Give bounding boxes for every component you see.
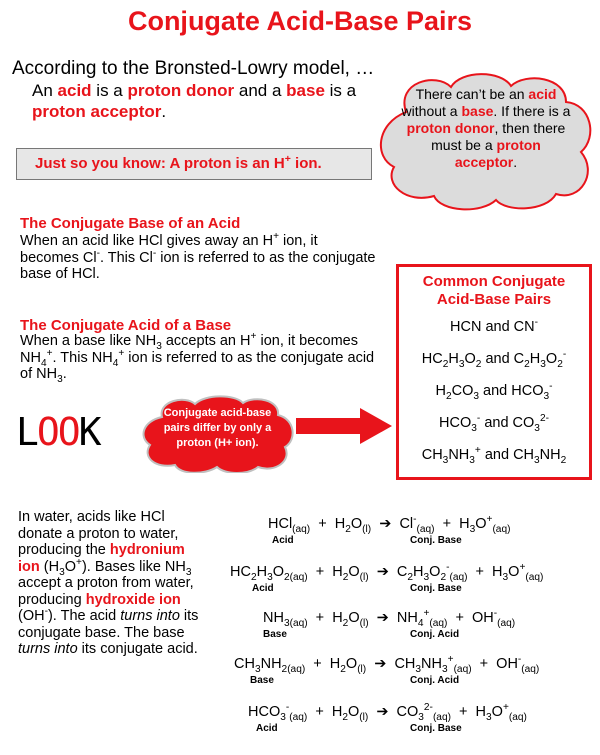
- pair-hcn: HCN and CN-: [450, 317, 538, 335]
- reaction-bicarbonate: HCO3-(aq) + H2O(l) ➔ CO32-(aq) + H3O+(aq…: [248, 702, 527, 723]
- cloud-shape: [379, 73, 592, 211]
- cloud-middle-text: Conjugate acid-base pairs differ by only…: [163, 407, 272, 449]
- thought-cloud-middle: Conjugate acid-base pairs differ by only…: [140, 395, 295, 473]
- pair-carbonic: H2CO3 and HCO3-: [435, 381, 553, 402]
- reaction-acetic: HC2H3O2(aq) + H2O(l) ➔ C2H3O2-(aq) + H3O…: [230, 562, 544, 583]
- page-title: Conjugate Acid-Base Pairs: [127, 6, 473, 36]
- reaction-hcl: HCl(aq) + H2O(l) ➔ Cl-(aq) + H3O+(aq): [268, 514, 511, 535]
- conjugate-base-text: When an acid like HCl gives away an H+ i…: [20, 231, 376, 282]
- pair-bicarbonate: HCO3- and CO32-: [439, 413, 549, 434]
- intro-definition: An acid is a proton donor and a base is …: [32, 81, 357, 121]
- reaction-ammonia: NH3(aq) + H2O(l) ➔ NH4+(aq) + OH-(aq): [263, 608, 516, 629]
- intro-line: According to the Bronsted-Lowry model, …: [12, 58, 375, 79]
- water-explanation: In water, acids like HCl donate a proton…: [18, 509, 199, 657]
- conjugate-acid-text: When a base like NH3 accepts an H+ ion, …: [20, 331, 375, 385]
- pair-methylamine: CH3NH3+ and CH3NH2: [421, 445, 567, 466]
- right-arrow-icon: [296, 408, 392, 444]
- thought-cloud-top: There can’t be an acid without a base. I…: [376, 72, 598, 212]
- cloud-top-text: There can’t be an acid without a base. I…: [401, 86, 571, 170]
- reaction-methylamine: CH3NH2(aq) + H2O(l) ➔ CH3NH3+(aq) + OH-(…: [234, 654, 540, 675]
- conjugate-acid-heading: The Conjugate Acid of a Base: [20, 317, 232, 334]
- pair-acetic: HC2H3O2 and C2H3O2-: [421, 349, 567, 370]
- proton-note-box: Just so you know: A proton is an H+ ion.: [16, 148, 372, 180]
- look-graphic: LOOK: [16, 410, 102, 454]
- conjugate-base-heading: The Conjugate Base of an Acid: [20, 215, 241, 232]
- cloud-shape-red: [142, 395, 294, 473]
